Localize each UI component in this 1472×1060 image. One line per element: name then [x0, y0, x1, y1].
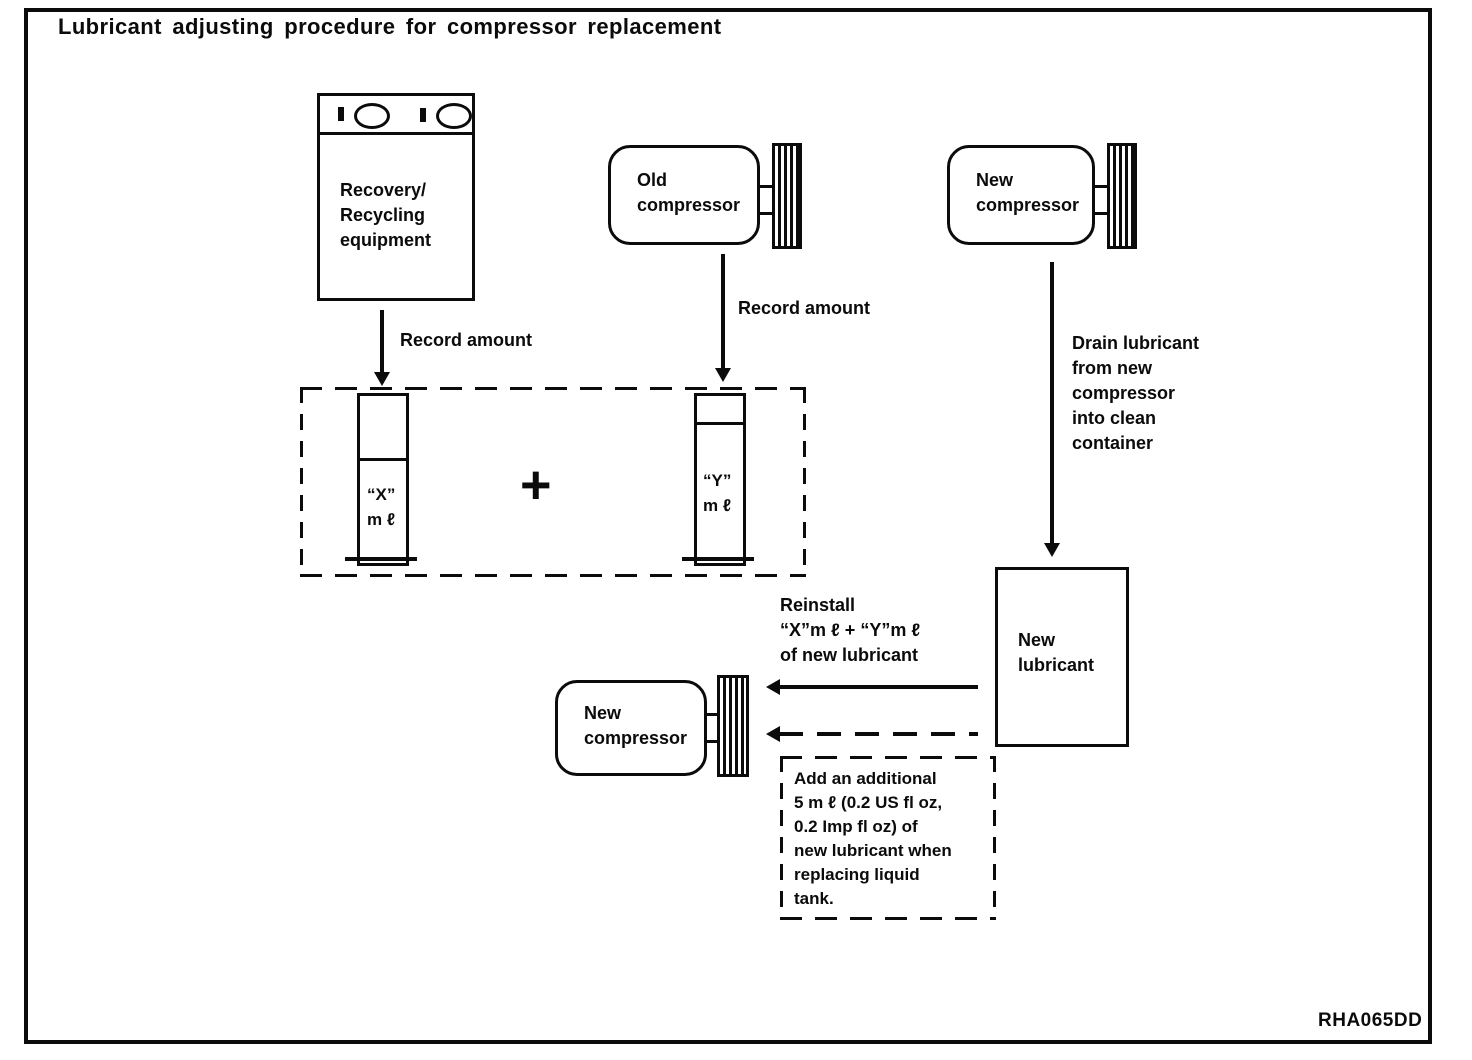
old-compressor-group: Old compressor	[608, 143, 804, 249]
compressor-shaft	[760, 185, 772, 215]
recovery-equipment-label: Recovery/ Recycling equipment	[340, 180, 432, 250]
record-amount-label-mid: Record amount	[738, 298, 871, 318]
compressor-pulley	[1107, 143, 1137, 249]
additional-lubricant-note: Add an additional 5 m ℓ (0.2 US fl oz, 0…	[794, 769, 952, 908]
equipment-control-panel	[320, 96, 472, 135]
old-compressor-label: Old compressor	[637, 170, 741, 215]
new-compressor-bottom-body: New compressor	[555, 680, 707, 776]
measuring-cylinder-y: “Y” m ℓ	[694, 393, 746, 566]
fluid-level-line	[697, 422, 743, 425]
record-amount-label-left: Record amount	[400, 330, 533, 350]
page-title: Lubricant adjusting procedure for compre…	[58, 14, 722, 39]
new-lubricant-label: New lubricant	[1018, 630, 1095, 675]
new-compressor-top-body: New compressor	[947, 145, 1095, 245]
cylinder-y-label: “Y” m ℓ	[703, 471, 732, 515]
new-lubricant-box: New lubricant	[995, 567, 1129, 747]
plus-sign: +	[520, 455, 552, 515]
compressor-pulley	[772, 143, 802, 249]
new-compressor-bottom-label: New compressor	[584, 703, 688, 748]
page-border	[24, 8, 1432, 1044]
additional-lubricant-note-box: Add an additional 5 m ℓ (0.2 US fl oz, 0…	[780, 756, 996, 920]
drain-lubricant-label: Drain lubricant from new compressor into…	[1072, 333, 1200, 453]
compressor-shaft	[707, 713, 717, 743]
new-compressor-top-group: New compressor	[947, 143, 1139, 249]
figure-code: RHA065DD	[1318, 1010, 1423, 1031]
new-compressor-top-label: New compressor	[976, 170, 1080, 215]
arrow-left-icon	[766, 679, 978, 695]
control-slot-icon	[338, 107, 344, 121]
cylinder-base	[345, 557, 417, 561]
recovery-equipment-box: Recovery/ Recycling equipment	[317, 93, 475, 301]
dashed-arrow-left-icon	[766, 726, 978, 742]
compressor-shaft	[1095, 185, 1107, 215]
reinstall-label: Reinstall “X”m ℓ + “Y”m ℓ of new lubrica…	[780, 595, 921, 665]
control-dial-icon	[436, 103, 472, 129]
old-compressor-body: Old compressor	[608, 145, 760, 245]
compressor-pulley	[717, 675, 749, 777]
measuring-cylinder-x: “X” m ℓ	[357, 393, 409, 566]
control-slot-icon	[420, 108, 426, 122]
arrow-down-icon	[374, 310, 390, 386]
control-dial-icon	[354, 103, 390, 129]
new-compressor-bottom-group: New compressor	[555, 675, 751, 777]
arrow-down-icon	[715, 254, 731, 382]
fluid-level-line	[360, 458, 406, 461]
arrow-down-icon	[1044, 262, 1060, 557]
cylinder-base	[682, 557, 754, 561]
cylinder-x-label: “X” m ℓ	[367, 485, 396, 529]
